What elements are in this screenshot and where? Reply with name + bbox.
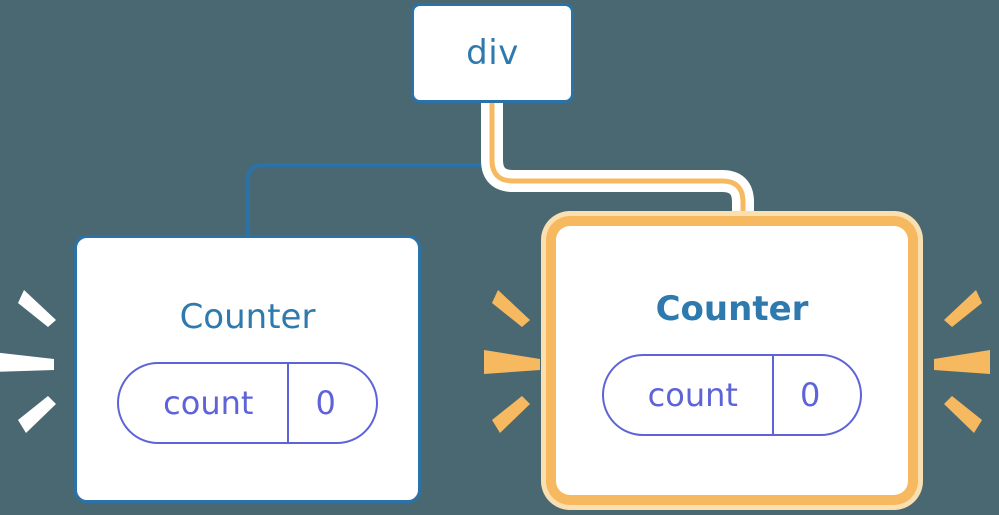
counter-right-state-pill: count 0 [601, 353, 863, 436]
counter-left-state-value: 0 [287, 364, 375, 442]
counter-left-state-key: count [163, 384, 254, 422]
connector-to-right-counter [489, 100, 746, 235]
counter-left-title: Counter [179, 297, 316, 337]
node-counter-left[interactable]: Counter count 0 [74, 235, 421, 503]
counter-right-title: Counter [655, 288, 809, 329]
node-div[interactable]: div [411, 3, 574, 103]
counter-right-state-value: 0 [771, 355, 860, 434]
connector-to-right-counter-halo [481, 92, 754, 243]
node-counter-right[interactable]: Counter count 0 [556, 226, 908, 495]
connector-to-left-counter [246, 101, 494, 238]
node-div-label: div [466, 33, 519, 73]
counter-right-state-key: count [647, 375, 738, 414]
counter-left-state-pill: count 0 [117, 362, 378, 444]
